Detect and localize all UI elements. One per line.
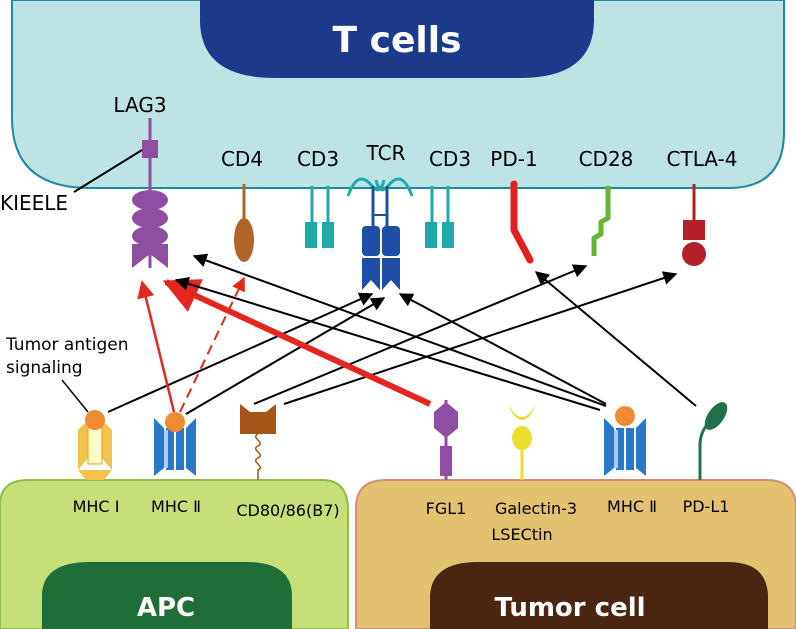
cd3-left-receptor <box>305 186 334 248</box>
cd3-right-label: CD3 <box>429 147 471 171</box>
cd4-receptor <box>234 184 254 262</box>
pdl1-label: PD-L1 <box>683 497 730 516</box>
cd3-right-receptor <box>425 186 454 248</box>
tumor-label: Tumor cell <box>494 593 645 623</box>
cd28-receptor <box>591 186 611 256</box>
mhc1-apc <box>78 410 112 480</box>
kieele-label: KIEELE <box>0 191 68 215</box>
cd80-apc <box>240 404 276 480</box>
mhc1-apc-label: MHC Ⅰ <box>73 497 120 516</box>
pd1-receptor <box>510 180 534 264</box>
arrow-mhc2-apc-lag3 <box>137 280 176 413</box>
arrow-b7-ctla4 <box>283 271 678 405</box>
pdl1-tumor <box>698 402 728 480</box>
mhc2-tumor-label: MHC Ⅱ <box>607 497 657 516</box>
fgl1-label: FGL1 <box>426 499 467 518</box>
cd4-label: CD4 <box>221 147 263 171</box>
ctla4-label: CTLA-4 <box>667 147 738 171</box>
lag3-label: LAG3 <box>113 93 166 117</box>
apc-nucleus <box>42 562 292 629</box>
t-cell: T cells <box>11 0 785 189</box>
lsectin-label: LSECtin <box>491 525 552 544</box>
interaction-arrows <box>107 253 697 415</box>
cd80-label: CD80/86(B7) <box>236 501 339 520</box>
signaling-label: signaling <box>6 358 83 378</box>
arrow-pdl1-pd1 <box>534 271 697 407</box>
pd1-label: PD-1 <box>490 147 537 171</box>
kieele-pointer <box>73 149 143 193</box>
fgl1-tumor <box>434 400 458 480</box>
arrow-mhc2-tumor-lag3 <box>192 253 607 407</box>
arrow-galectin-tcr <box>398 293 607 405</box>
apc-label: APC <box>137 593 195 623</box>
mhc2-apc-label: MHC Ⅱ <box>151 497 201 516</box>
t-cell-nucleus <box>200 0 594 78</box>
arrow-fgl1-lag3 <box>162 279 432 407</box>
tumor-cell: Tumor cell <box>355 479 796 629</box>
tcr-label: TCR <box>366 141 406 165</box>
mhc2-tumor <box>604 406 646 476</box>
mhc2-apc <box>154 412 196 476</box>
tumor-nucleus <box>430 562 768 629</box>
lag3-receptor <box>132 118 168 268</box>
tumor-antigen-label: Tumor antigen <box>5 335 129 355</box>
ctla4-receptor <box>682 184 706 266</box>
arrow-b7-cd28 <box>253 264 588 405</box>
cd3-left-label: CD3 <box>297 147 339 171</box>
tcr-receptor <box>346 177 414 290</box>
arrow-mhc2-apc-cd4 <box>179 276 245 413</box>
cd28-label: CD28 <box>579 147 634 171</box>
arrow-mhc2-tumor-lag3-b <box>174 277 601 411</box>
tumor-antigen-pointer <box>61 379 89 413</box>
arrow-mhc2-apc-tcr <box>185 297 386 415</box>
apc-cell: APC <box>0 479 349 629</box>
arrow-mhc1-tcr <box>107 292 374 413</box>
galectin-label: Galectin-3 <box>495 499 577 518</box>
galectin-tumor <box>508 404 536 480</box>
t-cell-label: T cells <box>333 20 462 61</box>
